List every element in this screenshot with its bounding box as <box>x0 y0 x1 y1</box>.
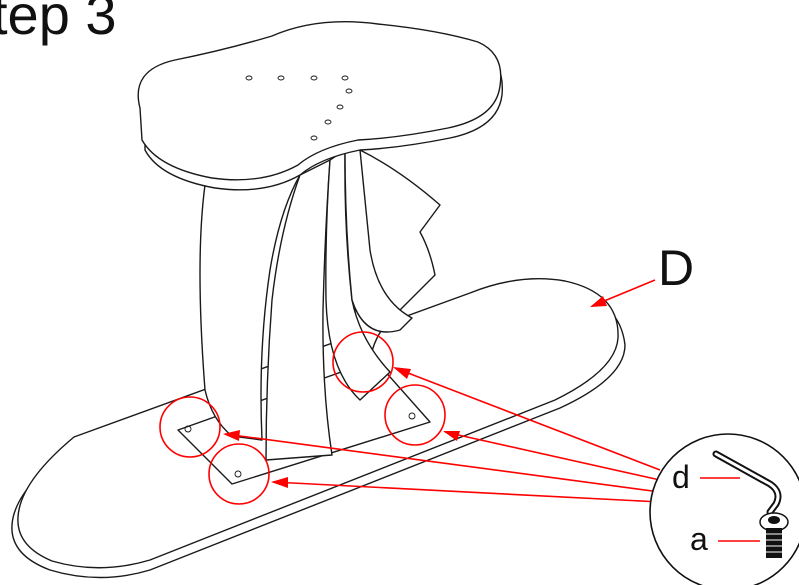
hardware-callout: d a <box>649 433 799 585</box>
tool-label-d: d <box>672 459 690 495</box>
hardware-circle <box>649 433 799 585</box>
bolt-icon <box>759 512 789 558</box>
callout-circle-4 <box>384 384 446 446</box>
hex-key-icon <box>712 450 782 516</box>
callout-circle-1 <box>159 396 221 458</box>
step-title: tep 3 <box>0 0 117 46</box>
callout-circle-3 <box>332 331 394 393</box>
screw-callouts <box>159 331 446 505</box>
bolt-label-a: a <box>690 521 708 557</box>
seat-top <box>137 21 504 191</box>
part-label-d: D <box>658 240 694 296</box>
curved-legs <box>199 149 441 461</box>
leader-arrows <box>223 279 661 503</box>
callout-circle-2 <box>208 443 270 505</box>
